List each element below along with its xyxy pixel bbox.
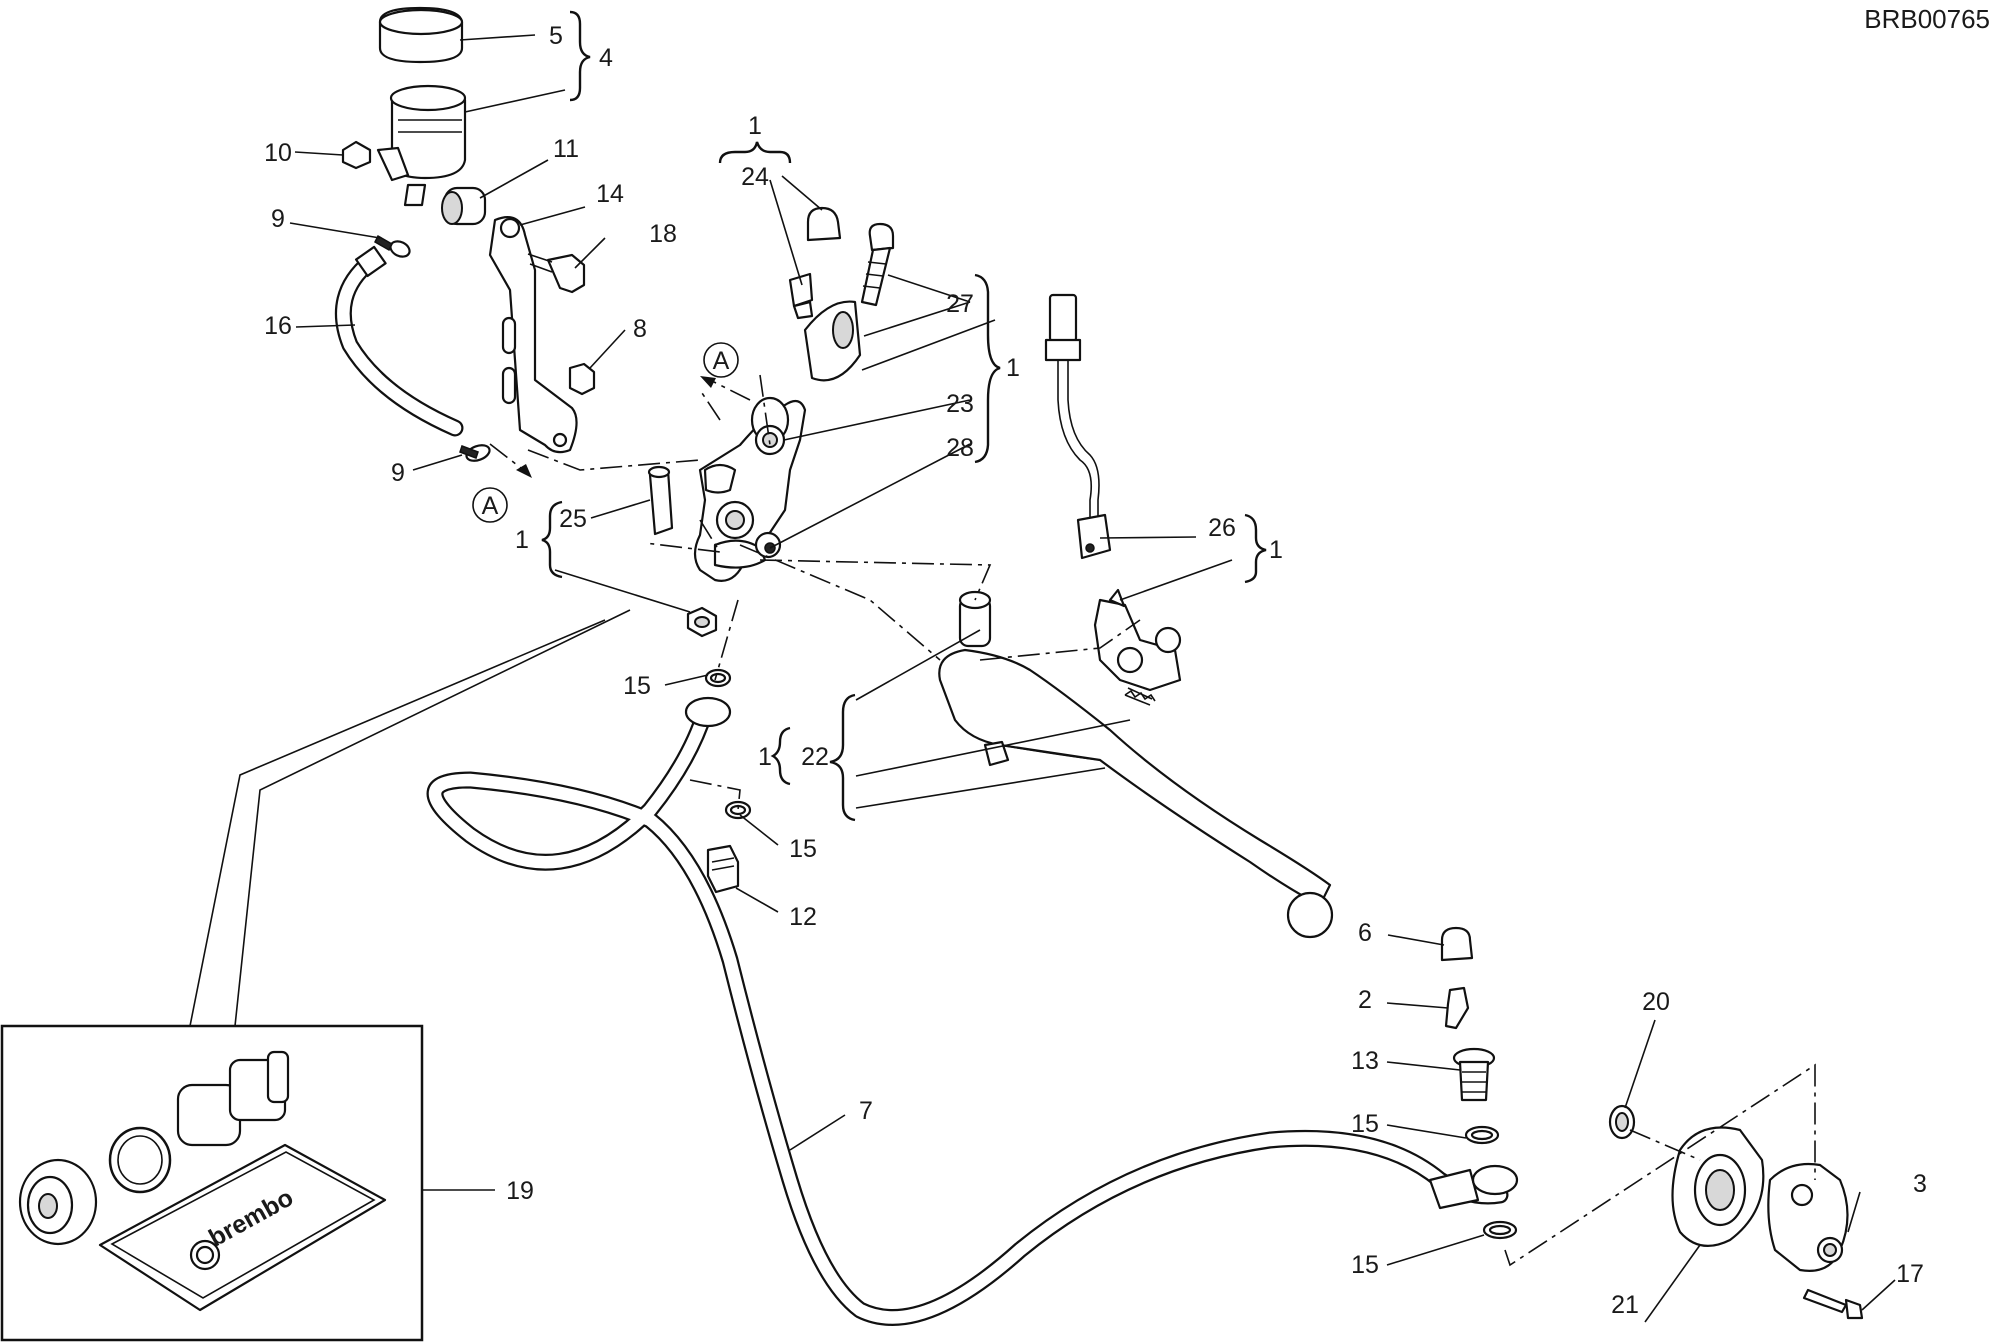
slave-bleeder-valve <box>1444 986 1470 1030</box>
callout-18: 18 <box>649 220 677 248</box>
kit-seal-cup <box>18 1158 98 1246</box>
callout-28: 28 <box>946 434 974 462</box>
washer-lower-a <box>1464 1125 1500 1145</box>
rubber-grommet <box>441 186 487 226</box>
callout-23: 23 <box>946 390 974 418</box>
bracket-bolt <box>568 362 596 396</box>
callout-3: 3 <box>1913 1170 1927 1198</box>
lever-adjuster <box>1093 588 1182 692</box>
callout-2: 2 <box>1358 986 1372 1014</box>
kit-card <box>98 1143 387 1312</box>
callout-12: 12 <box>789 903 817 931</box>
clutch-master-cylinder <box>693 396 807 582</box>
callout-25: 25 <box>559 505 587 533</box>
callout-26: 26 <box>1208 514 1236 542</box>
pivot-bushing <box>803 300 862 382</box>
callout-7: 7 <box>859 1097 873 1125</box>
callout-10: 10 <box>264 139 292 167</box>
reservoir-hose <box>334 245 464 437</box>
banjo-bolt-lower <box>1452 1047 1496 1102</box>
reservoir-cap <box>378 6 464 64</box>
callout-9-upper: 9 <box>271 205 285 233</box>
diagram-code: BRB00765 <box>1864 4 1990 34</box>
bleeder-cap <box>788 206 842 320</box>
washer-upper-a <box>704 668 732 688</box>
clutch-switch <box>1044 293 1112 560</box>
callout-17: 17 <box>1896 1260 1924 1288</box>
hose-clip-upper <box>374 234 411 258</box>
callout-22: 22 <box>801 743 829 771</box>
slave-bleeder-cap <box>1440 926 1474 962</box>
callout-1-switch: 1 <box>1269 536 1283 564</box>
callout-1-lever: 1 <box>758 743 772 771</box>
repair-kit-inset: brembo <box>0 609 631 1342</box>
callout-20: 20 <box>1642 988 1670 1016</box>
view-arrow-upper <box>700 376 751 401</box>
clutch-lever <box>938 648 1334 939</box>
callout-24: 24 <box>741 163 769 191</box>
washer-upper-b <box>724 800 752 820</box>
callout-19: 19 <box>506 1177 534 1205</box>
callout-5: 5 <box>549 22 563 50</box>
callout-14: 14 <box>596 180 624 208</box>
callout-15-c: 15 <box>1351 1110 1379 1138</box>
pivot-bolt <box>860 222 895 307</box>
callout-27: 27 <box>946 290 974 318</box>
slave-adapter <box>1671 1126 1765 1248</box>
bracket-screw <box>527 253 586 294</box>
callout-6: 6 <box>1358 919 1372 947</box>
pushrod-pin <box>647 465 674 536</box>
seal-ring <box>1608 1104 1636 1140</box>
slave-bolt <box>1802 1288 1864 1320</box>
clutch-slave-cylinder <box>1767 1162 1849 1272</box>
reservoir-screw <box>341 140 372 170</box>
callout-labels: 5 4 10 11 9 14 18 16 8 9 1 24 27 1 23 28… <box>264 22 1927 1319</box>
hose-clip-lower <box>459 444 491 462</box>
callout-13: 13 <box>1351 1047 1379 1075</box>
callout-braces <box>541 10 1267 822</box>
callout-1-right: 1 <box>1006 354 1020 382</box>
callout-15-b: 15 <box>789 835 817 863</box>
callout-leaders <box>289 34 1896 1323</box>
callout-4: 4 <box>599 44 613 72</box>
kit-piston <box>176 1050 290 1147</box>
washer-lower-b <box>1482 1220 1518 1240</box>
callout-15-a: 15 <box>623 672 651 700</box>
reservoir-bracket <box>488 216 578 454</box>
callout-15-d: 15 <box>1351 1251 1379 1279</box>
view-arrow-lower <box>516 464 532 478</box>
lever-spring <box>1124 689 1156 702</box>
callout-16: 16 <box>264 312 292 340</box>
clutch-hose <box>426 696 1519 1326</box>
fluid-reservoir <box>376 84 467 207</box>
lever-nut <box>686 606 718 638</box>
lever-bushing <box>958 590 992 648</box>
svg-text:A: A <box>713 347 730 375</box>
banjo-bolt-upper <box>706 844 740 894</box>
view-marker-a-lower: A <box>472 487 508 523</box>
callout-8: 8 <box>633 315 647 343</box>
callout-1-top: 1 <box>748 112 762 140</box>
callout-9-lower: 9 <box>391 459 405 487</box>
assembly-centerlines <box>489 374 1816 1267</box>
callout-11: 11 <box>553 135 579 163</box>
view-marker-a-upper: A <box>703 342 739 378</box>
kit-circlip <box>108 1126 172 1194</box>
callout-21: 21 <box>1611 1291 1639 1319</box>
callout-1-left: 1 <box>515 526 529 554</box>
svg-text:A: A <box>482 492 499 520</box>
